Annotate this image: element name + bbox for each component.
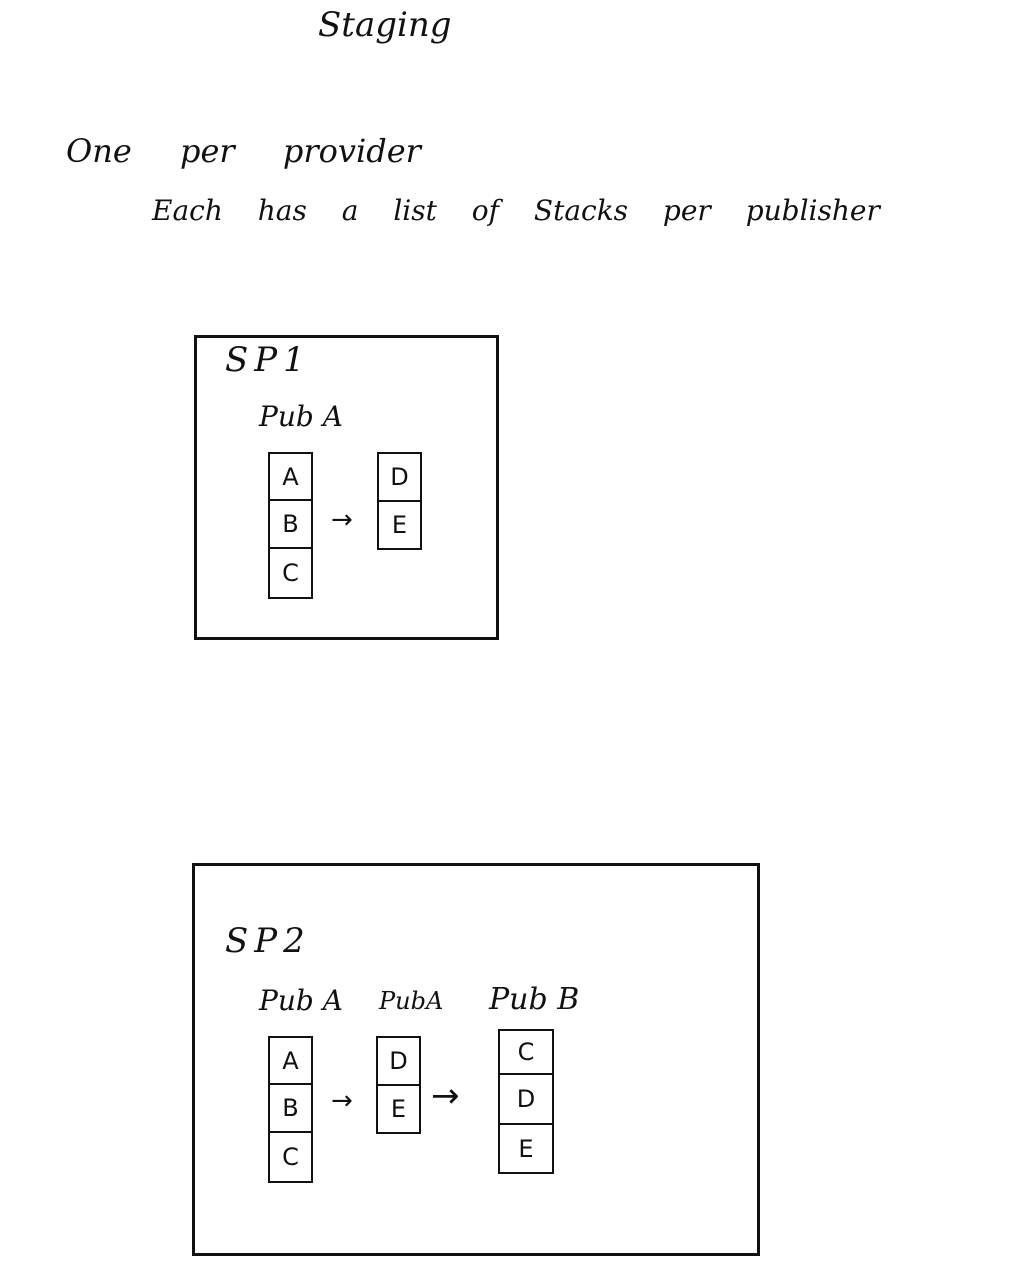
panel-sp2: SP2 Pub A PubA Pub B A B C → D E → C D E <box>192 863 760 1256</box>
stack-pub-b: C D E <box>498 1029 554 1174</box>
stack-cell: D <box>379 454 420 502</box>
page-title: Staging <box>318 5 452 45</box>
stack-pub-a-1: A B C <box>268 452 313 599</box>
publisher-label: Pub A <box>259 984 343 1017</box>
stack-cell: E <box>518 1134 534 1163</box>
panel-label: SP2 <box>225 921 311 961</box>
arrow-icon: → <box>331 1086 353 1116</box>
panel-sp1: SP1 Pub A A B C → D E <box>194 335 499 640</box>
stack-pub-a-2: D E <box>376 1036 421 1134</box>
stack-pub-a-2: D E <box>377 452 422 550</box>
stack-cell: C <box>500 1031 552 1075</box>
subtitle-line-1: One per provider <box>66 132 421 170</box>
stack-cell: B <box>270 1085 311 1133</box>
stack-cell: A <box>270 1038 311 1085</box>
stack-cell: E <box>391 511 408 539</box>
stack-cell: C <box>282 559 299 587</box>
publisher-label: Pub A <box>259 400 343 433</box>
arrow-icon: → <box>431 1076 460 1116</box>
stack-cell: E <box>390 1095 407 1123</box>
stack-cell: D <box>500 1075 552 1125</box>
stack-pub-a-1: A B C <box>268 1036 313 1183</box>
publisher-label: Pub B <box>489 982 580 1017</box>
panel-label: SP1 <box>225 340 311 380</box>
stack-cell: A <box>270 454 311 501</box>
stack-cell: B <box>270 501 311 549</box>
arrow-icon: → <box>331 505 353 535</box>
stack-cell: D <box>378 1038 419 1086</box>
publisher-label: PubA <box>379 987 444 1015</box>
stack-cell: C <box>282 1143 299 1171</box>
subtitle-line-2: Each has a list of Stacks per publisher <box>152 194 880 227</box>
